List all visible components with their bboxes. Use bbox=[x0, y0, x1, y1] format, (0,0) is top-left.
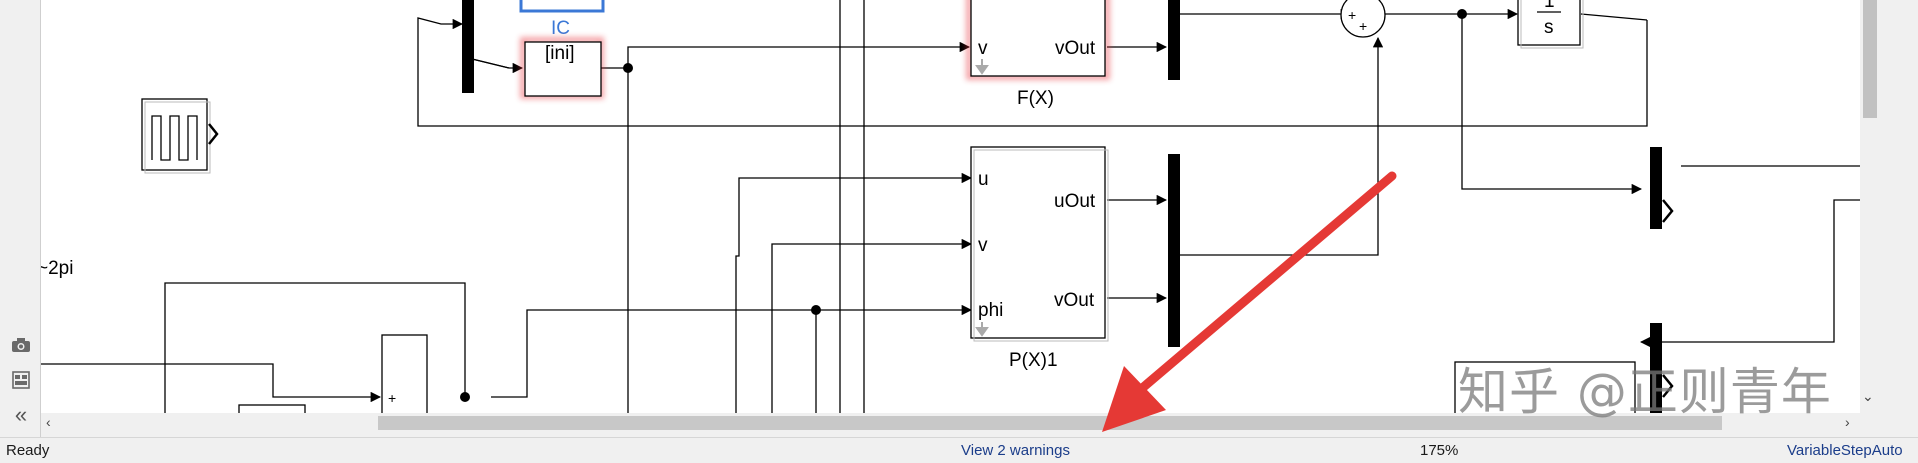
px-block-name: P(X)1 bbox=[1009, 350, 1058, 371]
signal-line-ic-to-fx[interactable] bbox=[601, 41, 971, 69]
signal-line-mux1-stub[interactable] bbox=[467, 57, 510, 69]
signal-line-right-loop[interactable] bbox=[1639, 199, 1880, 348]
px-port-phi: phi bbox=[978, 300, 1003, 321]
mux-block-right-bottom[interactable] bbox=[1650, 323, 1674, 413]
junction-dot bbox=[1457, 9, 1467, 19]
ini-goto-block[interactable]: [ini] bbox=[520, 37, 604, 99]
partial-block-bottom-left[interactable] bbox=[238, 404, 306, 413]
px-port-u: u bbox=[978, 169, 989, 190]
watermark: 知乎 @正则青年 bbox=[1458, 363, 1832, 421]
status-bar: Ready View 2 warnings 175% VariableStepA… bbox=[0, 437, 1918, 463]
sum-block-top[interactable]: + + bbox=[1340, 0, 1386, 38]
collapse-label: « bbox=[14, 402, 28, 427]
signal-line-left-loop[interactable] bbox=[164, 282, 466, 413]
signal-line-to-right-mux[interactable] bbox=[1461, 14, 1643, 195]
px-port-v: v bbox=[978, 235, 988, 256]
signal-line-to-px-v[interactable] bbox=[771, 238, 973, 413]
ic-block-selected[interactable] bbox=[519, 0, 605, 13]
mux-block-right-top[interactable] bbox=[1650, 147, 1674, 229]
ini-block-label: [ini] bbox=[545, 43, 575, 64]
px-subsystem-block[interactable]: u v phi uOut vOut P(X)1 bbox=[970, 146, 1109, 371]
junction-dot bbox=[811, 305, 821, 315]
signal-line-px-to-sum[interactable] bbox=[1179, 36, 1384, 256]
vertical-scroll-thumb[interactable] bbox=[1863, 0, 1877, 118]
fx-block-name: F(X) bbox=[1017, 88, 1054, 109]
warnings-link[interactable]: View 2 warnings bbox=[961, 442, 1070, 459]
integrator-numerator: 1 bbox=[1544, 0, 1555, 12]
pulse-generator-block[interactable] bbox=[141, 98, 219, 174]
zoom-level[interactable]: 175% bbox=[1420, 442, 1459, 459]
signal-line-to-px-phi[interactable] bbox=[491, 304, 973, 398]
junction-dot bbox=[623, 63, 633, 73]
signal-line-to-px-u[interactable] bbox=[735, 172, 973, 413]
collapse-chevron-icon[interactable]: « bbox=[8, 402, 34, 428]
px-port-uout: uOut bbox=[1054, 191, 1096, 212]
sum-sign-2: + bbox=[1359, 18, 1367, 34]
signal-line-feedback[interactable] bbox=[417, 17, 1648, 127]
sum2-sign: + bbox=[388, 390, 396, 406]
sum-sign-1: + bbox=[1348, 7, 1356, 23]
mux-block-px[interactable] bbox=[1168, 154, 1180, 347]
scroll-left-arrow-icon[interactable]: ‹ bbox=[46, 414, 51, 430]
scroll-right-arrow-icon[interactable]: › bbox=[1845, 414, 1850, 430]
integrator-block[interactable]: 1 s bbox=[1517, 0, 1584, 49]
px-down-arrow-icon bbox=[975, 322, 989, 337]
diagram-canvas[interactable]: IC [ini] v vOut F(X) + + 1 bbox=[41, 0, 1880, 413]
horizontal-scrollbar[interactable]: ‹ › bbox=[41, 413, 1880, 433]
horizontal-scroll-thumb[interactable] bbox=[378, 416, 1722, 430]
range-label: ~2pi bbox=[41, 258, 73, 279]
status-text: Ready bbox=[6, 442, 50, 459]
fx-port-v: v bbox=[978, 38, 988, 59]
px-port-vout: vOut bbox=[1054, 290, 1095, 311]
library-icon[interactable] bbox=[8, 367, 34, 393]
fx-port-vout: vOut bbox=[1055, 38, 1096, 59]
integrator-denominator: s bbox=[1544, 17, 1554, 38]
signal-line-int-out[interactable] bbox=[1580, 13, 1648, 21]
sum-block-bottom[interactable]: + bbox=[381, 334, 428, 413]
solver-link[interactable]: VariableStepAuto bbox=[1787, 442, 1903, 459]
junction-dot bbox=[460, 392, 470, 402]
camera-icon[interactable] bbox=[8, 332, 34, 358]
partial-block-right[interactable] bbox=[1454, 361, 1636, 413]
vertical-scrollbar[interactable]: ⌄ bbox=[1860, 0, 1880, 413]
left-toolbar: « bbox=[0, 0, 41, 441]
fx-down-arrow-icon bbox=[975, 59, 989, 75]
mux-block-fx[interactable] bbox=[1168, 0, 1180, 80]
mux-block-top-left[interactable] bbox=[462, 0, 474, 93]
scroll-down-arrow-icon[interactable]: ⌄ bbox=[1862, 388, 1874, 404]
signal-line-left-input[interactable] bbox=[41, 363, 382, 403]
ic-label: IC bbox=[551, 18, 570, 39]
fx-subsystem-block[interactable]: v vOut F(X) bbox=[966, 0, 1110, 109]
